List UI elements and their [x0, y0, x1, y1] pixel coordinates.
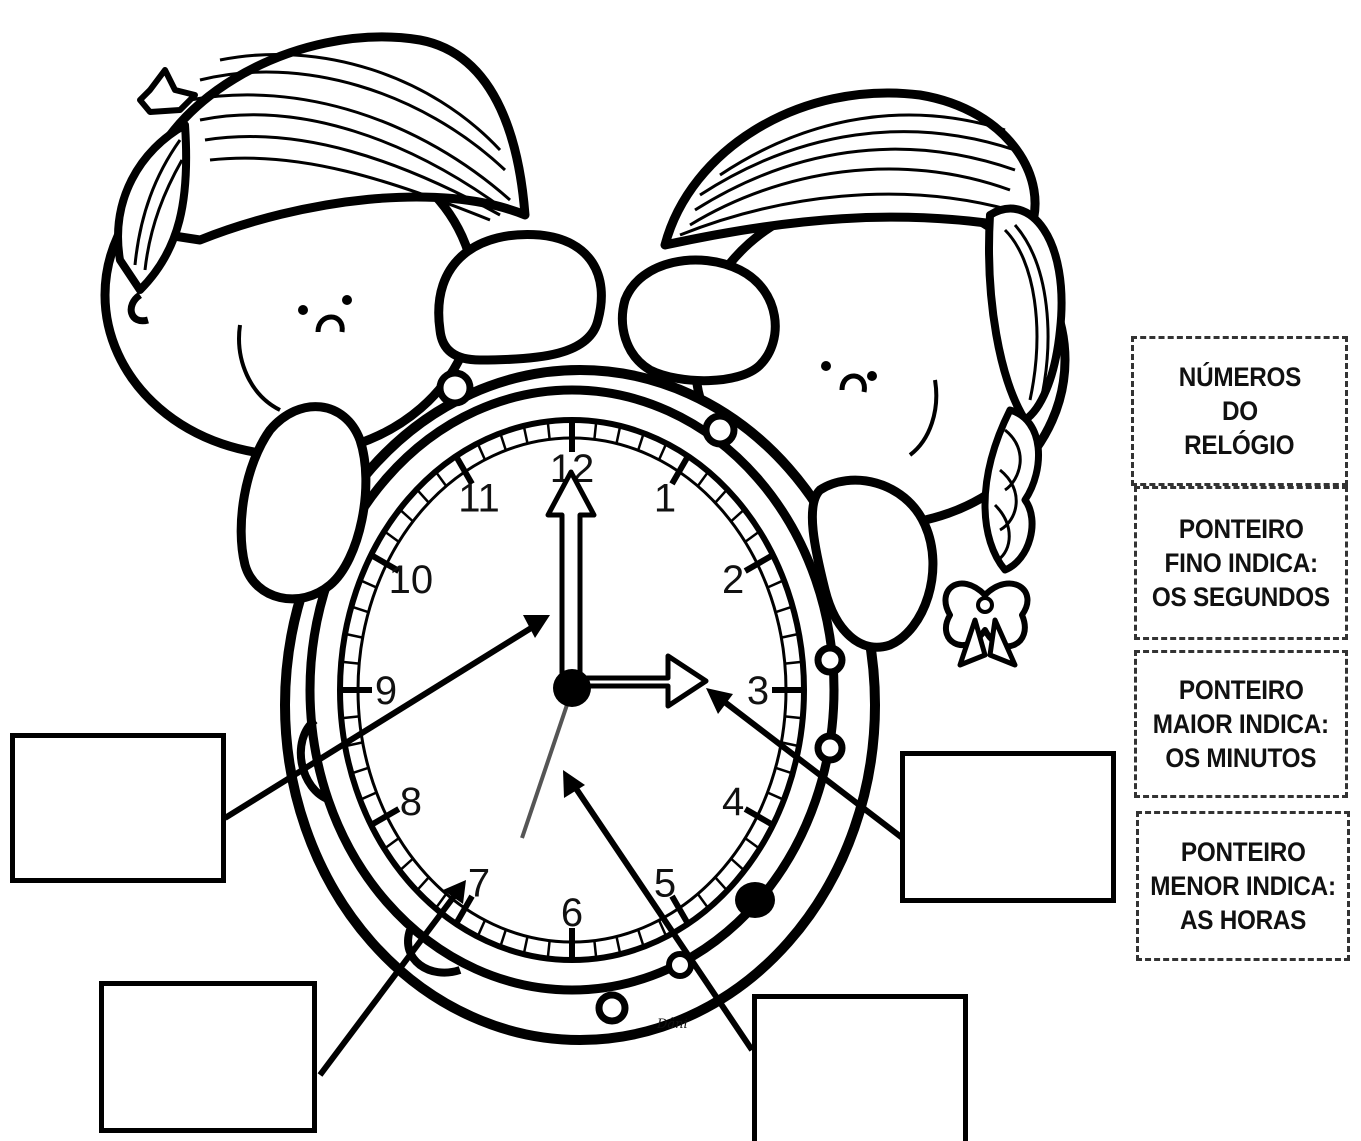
label-card-clock-numbers[interactable]: NÚMEROS DO RELÓGIO [1131, 336, 1348, 486]
clock-number-9: 9 [375, 669, 397, 713]
card-line: AS HORAS [1180, 903, 1306, 937]
clock-number-11: 11 [458, 477, 500, 521]
label-card-hour-hand[interactable]: PONTEIRO MENOR INDICA: AS HORAS [1136, 811, 1350, 961]
card-line: NÚMEROS [1178, 360, 1300, 394]
clock-number-8: 8 [400, 780, 422, 824]
clock-number-3: 3 [747, 669, 769, 713]
clock-number-4: 4 [722, 780, 744, 824]
hour-hand-answer-box[interactable] [900, 751, 1116, 903]
clock-number-5: 5 [654, 861, 676, 905]
clock-number-1: 1 [654, 477, 676, 521]
card-line: MENOR INDICA: [1150, 869, 1335, 903]
card-line: PONTEIRO [1181, 835, 1306, 869]
card-line: DO [1222, 394, 1258, 428]
card-line: PONTEIRO [1179, 673, 1304, 707]
clock-number-7: 7 [468, 861, 490, 905]
card-line: FINO INDICA: [1164, 546, 1317, 580]
number-answer-box[interactable] [99, 981, 317, 1133]
artist-signature: Dâni [656, 1017, 688, 1032]
clock-number-2: 2 [722, 558, 744, 602]
label-card-minute-hand[interactable]: PONTEIRO MAIOR INDICA: OS MINUTOS [1134, 650, 1348, 798]
clock-number-6: 6 [561, 891, 583, 935]
minute-hand-answer-box[interactable] [10, 733, 226, 883]
clock-number-10: 10 [389, 558, 434, 602]
label-card-second-hand[interactable]: PONTEIRO FINO INDICA: OS SEGUNDOS [1134, 486, 1348, 640]
card-line: MAIOR INDICA: [1153, 707, 1329, 741]
card-line: PONTEIRO [1179, 512, 1304, 546]
center-pin [553, 669, 591, 707]
second-hand-answer-box[interactable] [752, 994, 968, 1141]
card-line: OS MINUTOS [1166, 741, 1317, 775]
card-line: RELÓGIO [1184, 428, 1294, 462]
card-line: OS SEGUNDOS [1152, 580, 1330, 614]
